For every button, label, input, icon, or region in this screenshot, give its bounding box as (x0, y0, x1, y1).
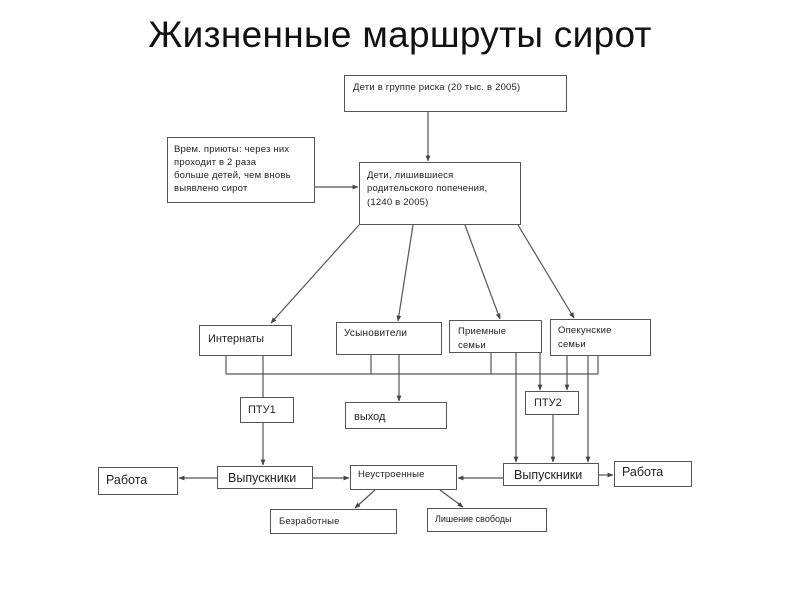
node-unemployed: Безработные (270, 509, 397, 534)
node-exit: выход (345, 402, 447, 429)
arrow-unsettled-to-unemployed (354, 489, 376, 509)
node-label-line: (1240 в 2005) (367, 196, 429, 208)
node-label-line: семьи (558, 338, 586, 350)
arrow-unsettled-to-imprisonment (439, 489, 464, 508)
node-label: Выпускники (514, 468, 583, 482)
node-imprisonment: Лишение свободы (427, 508, 547, 532)
node-work-left: Работа (98, 467, 178, 495)
node-label: Лишение свободы (435, 514, 512, 524)
node-label-line: выявлено сирот (174, 183, 248, 195)
node-label: Усыновители (344, 328, 408, 339)
node-label: Интернаты (208, 333, 265, 345)
node-label: Выпускники (228, 471, 297, 485)
arrow-deprived-to-adoptive (396, 224, 414, 322)
node-foster-families: Приемные семьи (449, 320, 542, 353)
arrow-deprived-to-foster (464, 224, 501, 320)
node-guardian-families: Опекунские семьи (550, 319, 651, 356)
node-deprived-of-care: Дети, лишившиеся родительского попечения… (359, 162, 521, 225)
node-work-right: Работа (614, 461, 692, 487)
node-label-line: семьи (458, 339, 486, 351)
node-label-line: родительского попечения, (367, 183, 488, 195)
node-boarding-schools: Интернаты (199, 325, 292, 356)
node-label: Работа (622, 465, 664, 479)
node-graduates-left: Выпускники (217, 466, 313, 489)
arrow-deprived-to-internaty (270, 224, 360, 324)
node-label-line: Приемные (458, 326, 507, 337)
node-label-line: проходит в 2 раза (174, 157, 257, 169)
node-temporary-shelters: Врем. приюты: через них проходит в 2 раз… (167, 137, 315, 203)
node-vocational-school-2: ПТУ2 (525, 391, 579, 415)
node-label-line: Опекунские (558, 325, 612, 336)
node-graduates-right: Выпускники (503, 463, 599, 486)
node-label-line: Дети, лишившиеся (367, 170, 454, 181)
node-label-line: больше детей, чем вновь (174, 170, 291, 182)
node-unsettled: Неустроенные (350, 465, 457, 490)
node-label: Дети в группе риска (20 тыс. в 2005) (353, 82, 521, 93)
node-label: Работа (106, 473, 148, 487)
node-label: ПТУ2 (534, 397, 562, 409)
node-vocational-school-1: ПТУ1 (240, 397, 294, 423)
node-label: Неустроенные (358, 469, 425, 480)
node-risk-group: Дети в группе риска (20 тыс. в 2005) (344, 75, 567, 112)
node-adoptive-parents: Усыновители (336, 322, 442, 355)
node-label-line: Врем. приюты: через них (174, 144, 290, 155)
diagram-title: Жизненные маршруты сирот (148, 14, 652, 55)
node-label: ПТУ1 (248, 404, 276, 416)
node-label: выход (354, 411, 386, 423)
node-label: Безработные (279, 516, 340, 527)
arrow-deprived-to-guardian (517, 224, 575, 319)
